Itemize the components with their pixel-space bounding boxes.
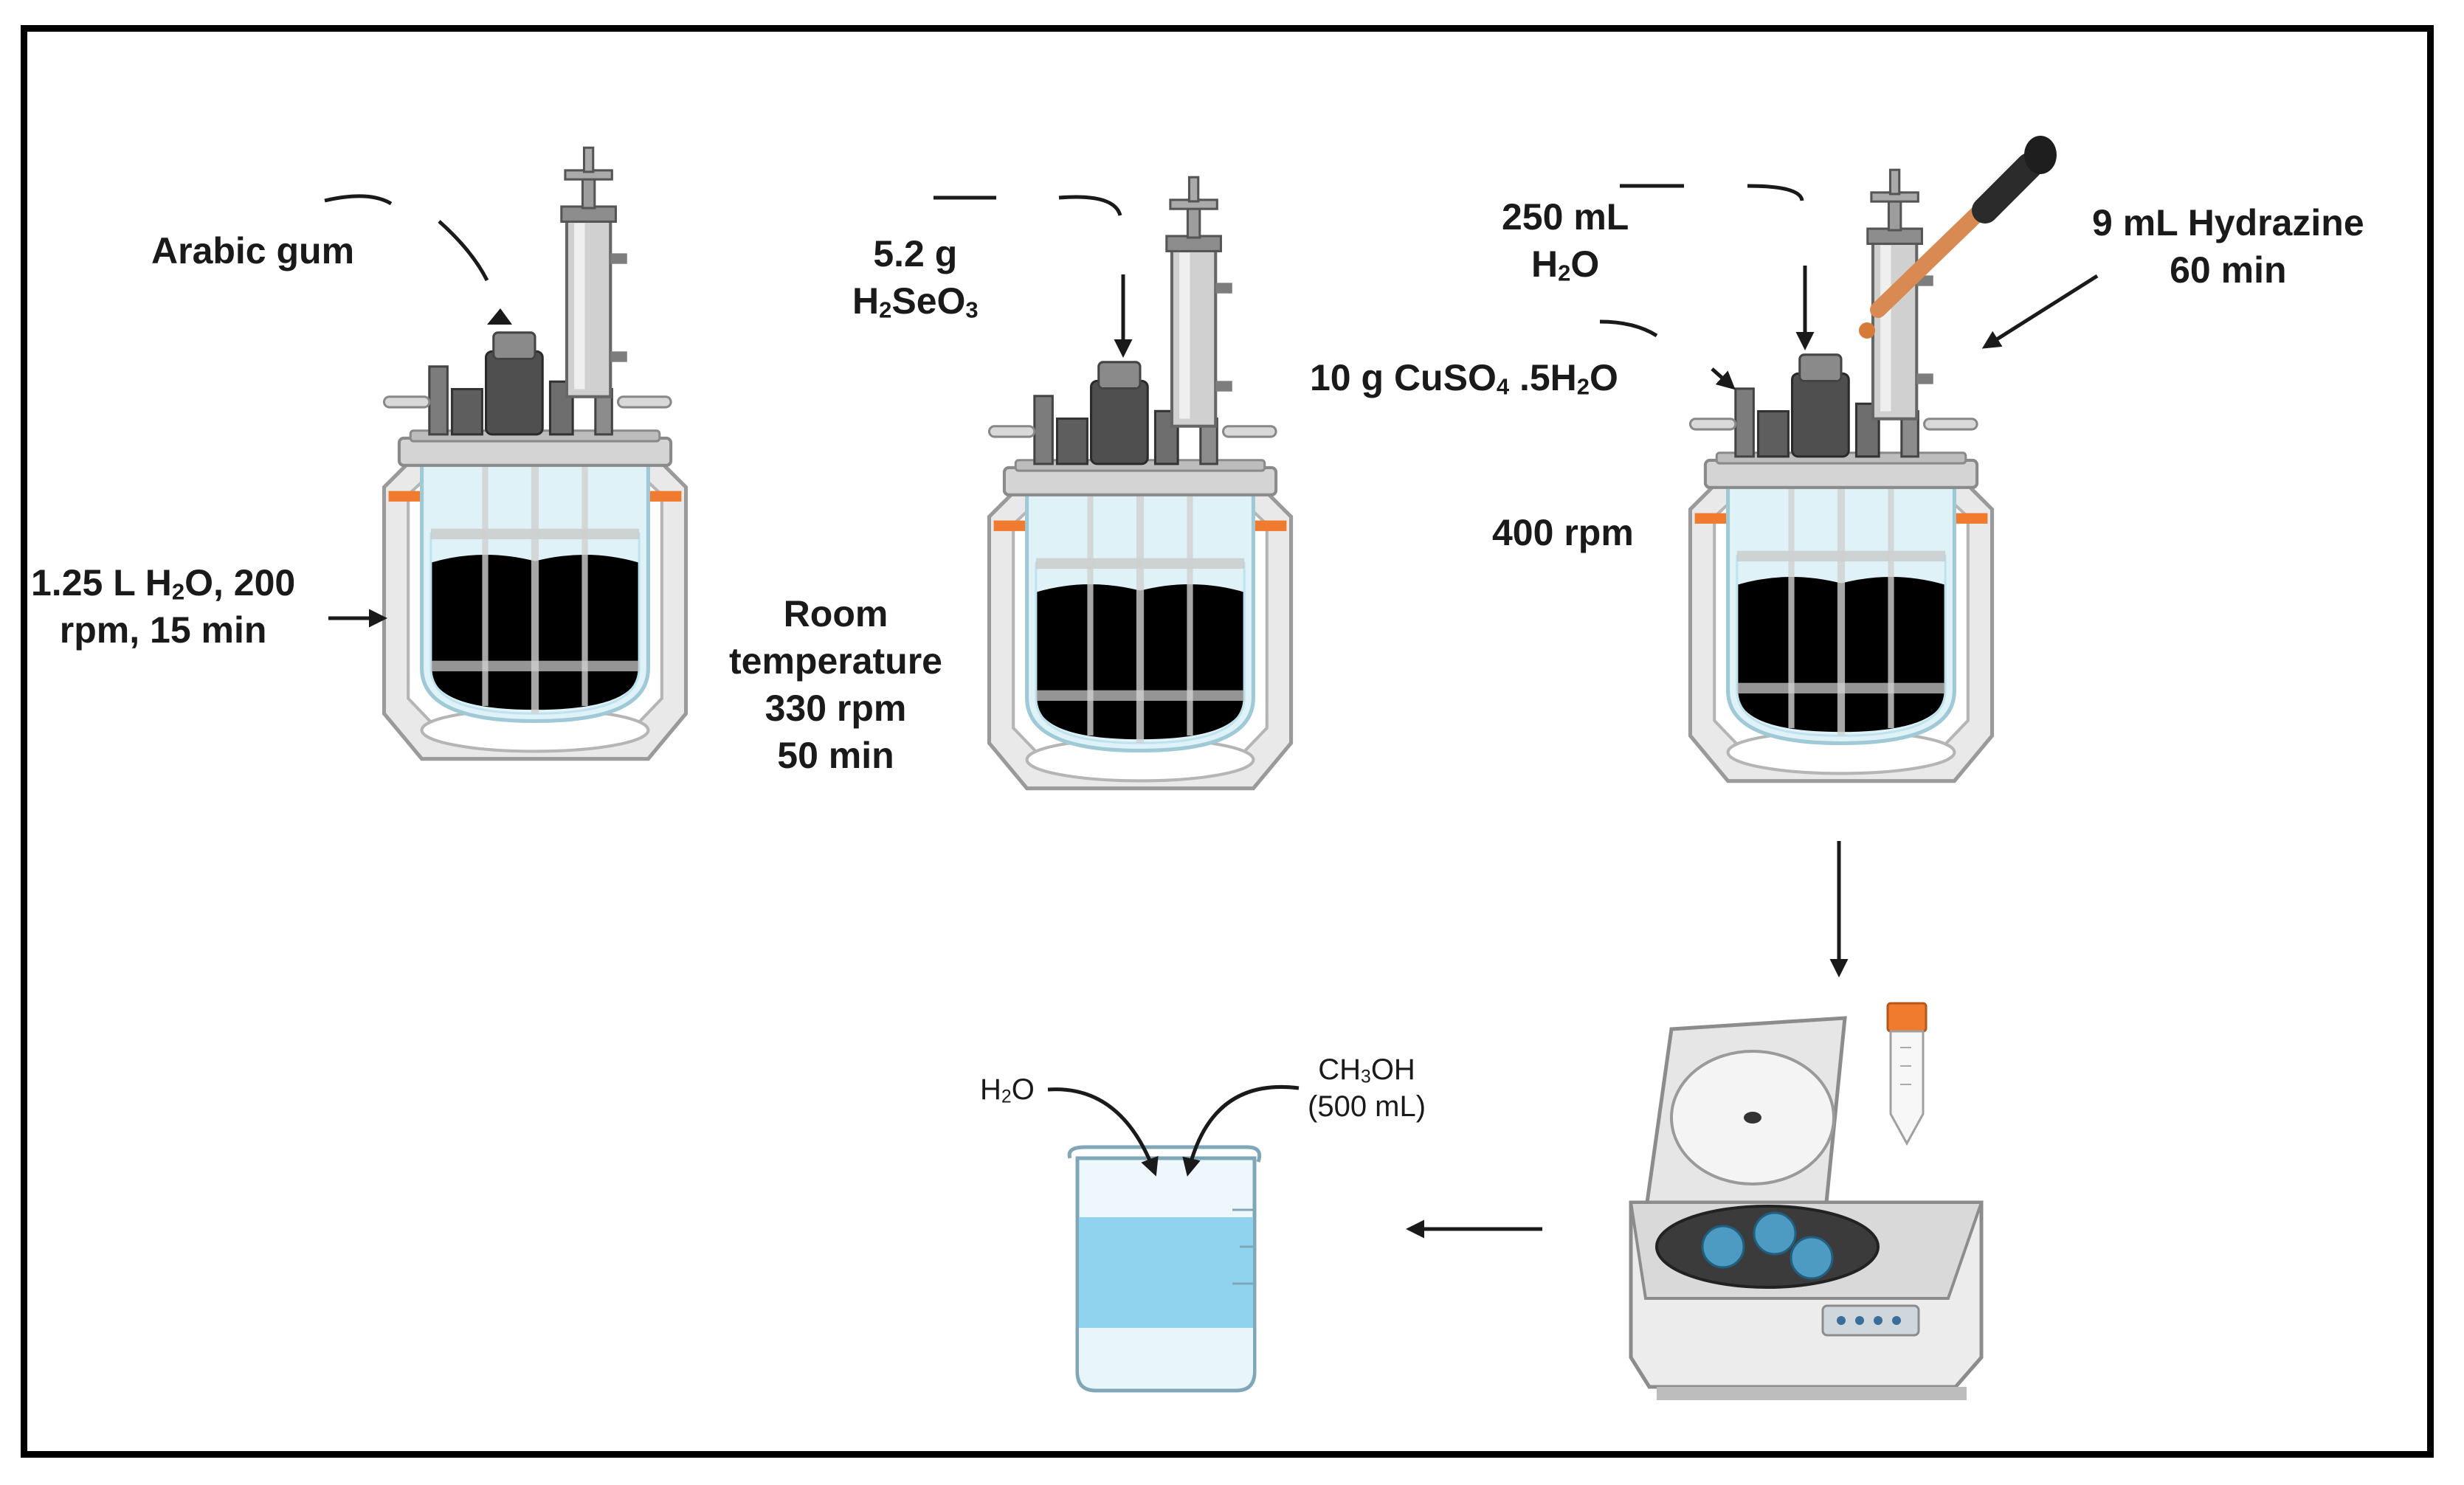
label-selenous-acid: 5.2 g H2SeO3: [852, 233, 979, 323]
label-water-addition: 250 mL H2O: [1502, 196, 1629, 286]
beaker-icon: [1067, 1145, 1262, 1393]
label-step2-conditions: Room temperature 330 rpm 50 min: [729, 593, 942, 776]
label-copper-sulfate: 10 g CuSO4 .5H2O: [1310, 357, 1618, 400]
centrifuge-tube-icon: [1886, 1002, 1928, 1146]
label-hydrazine: 9 mL Hydrazine 60 min: [2092, 202, 2364, 291]
arrow-hydrazine: [1981, 274, 2099, 349]
dropper-icon: [1859, 136, 2057, 339]
label-methanol: CH3OH (500 mL): [1308, 1053, 1426, 1123]
bioreactor-grey-icon: [1690, 170, 1992, 780]
arrow-methanol: [1182, 1085, 1300, 1177]
label-arabic-gum: Arabic gum: [151, 230, 355, 271]
flow-arrows: [324, 184, 2099, 1239]
arrow-arabic-gum: [324, 194, 393, 206]
arrow-water-wash: [1047, 1087, 1159, 1177]
label-wash-water: H2O: [980, 1073, 1035, 1107]
label-step1-conditions: 1.25 L H2O, 200 rpm, 15 min: [31, 562, 296, 651]
bioreactor-yellow-icon: .r1 .liquid{fill:#f2b31c;}.r2 .liquid{fi…: [384, 148, 686, 758]
label-step3-speed: 400 rpm: [1492, 512, 1634, 553]
arrow-copper: [1711, 367, 1736, 390]
centrifuge-icon: [1629, 1016, 1984, 1400]
bioreactor-orange-icon: [989, 177, 1291, 788]
